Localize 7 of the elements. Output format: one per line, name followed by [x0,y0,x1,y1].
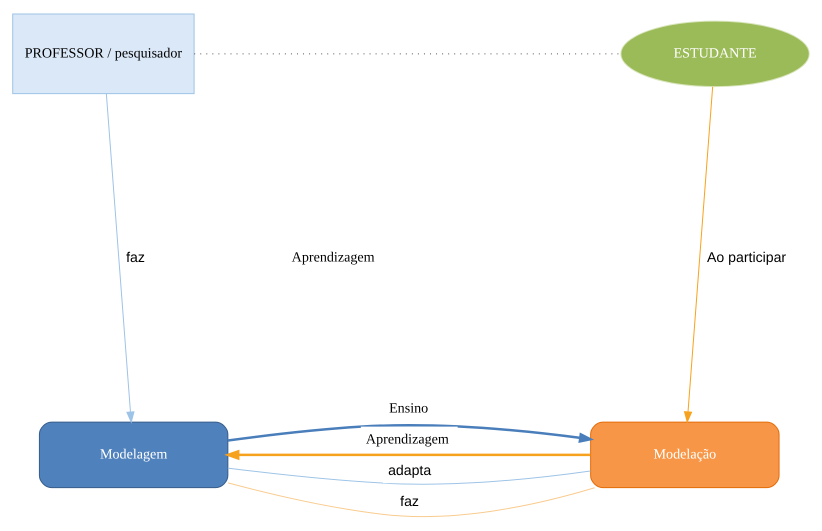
edge-label: adapta [388,462,432,478]
edge-label: faz [126,249,145,266]
edge-label: Ensino [389,400,428,416]
label: Aprendizagem [292,250,375,266]
edge-label: Ao participar [707,249,786,266]
edge-label: Aprendizagem [366,432,449,448]
edge-label: faz [400,492,419,509]
